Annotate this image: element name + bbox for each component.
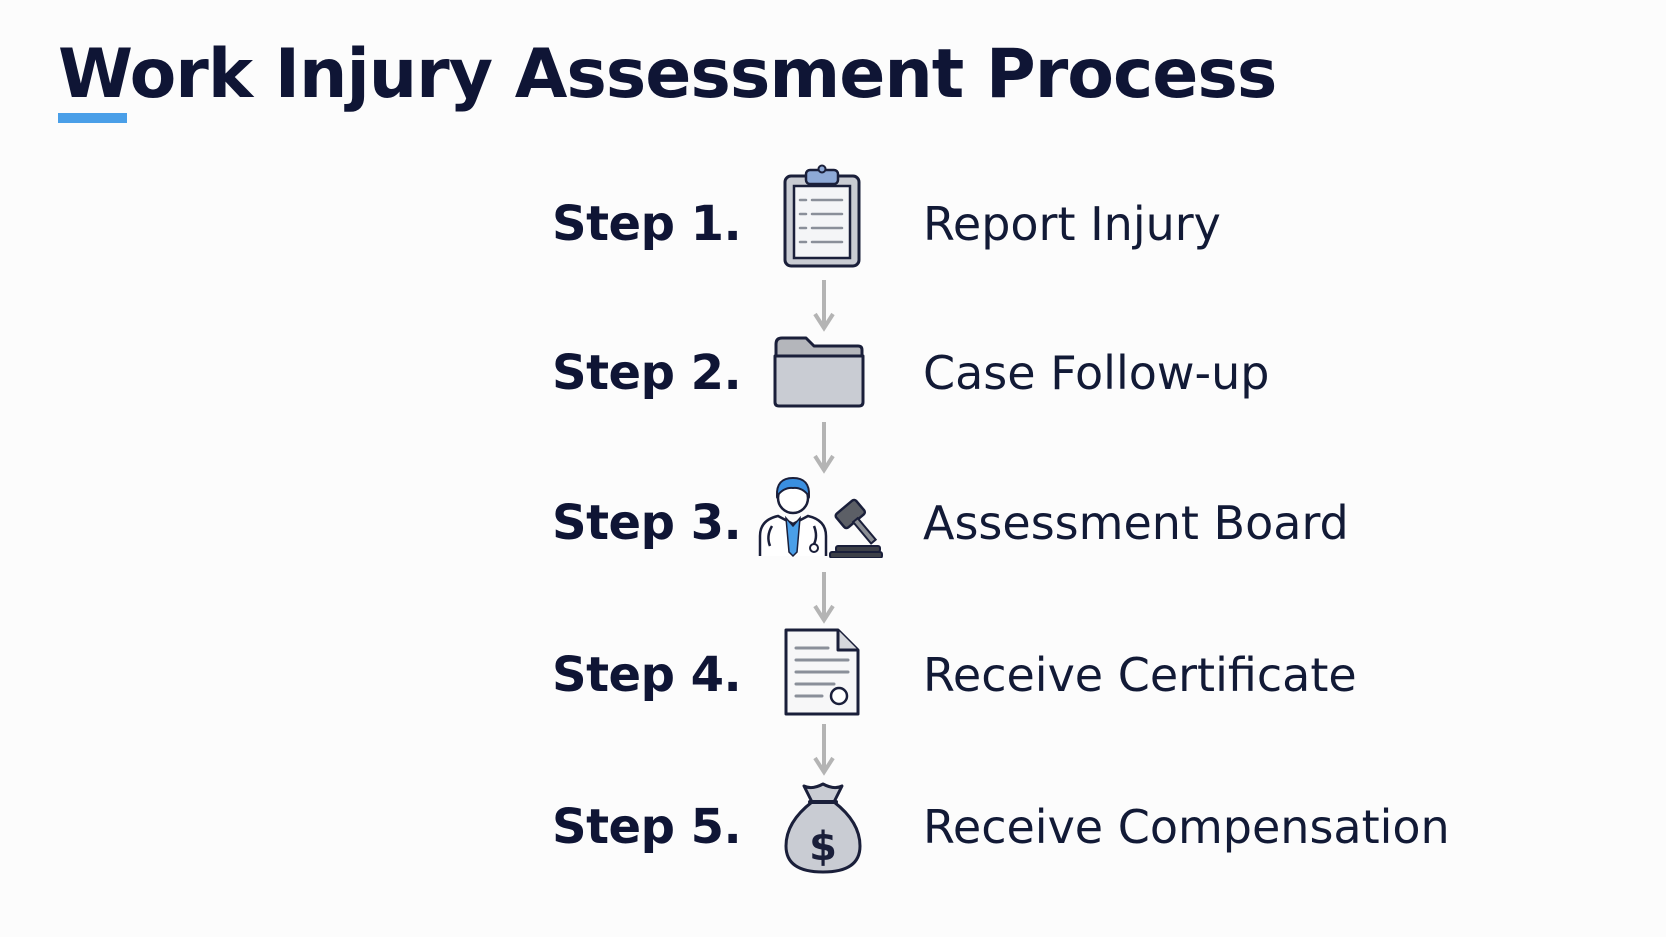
step-4-label: Step 4.	[552, 647, 742, 703]
step-2-label: Step 2.	[552, 345, 742, 401]
svg-text:$: $	[809, 824, 837, 870]
arrow-down-icon	[813, 422, 835, 474]
step-3-label: Step 3.	[552, 495, 742, 551]
step-5-label: Step 5.	[552, 799, 742, 855]
step-5-text: Receive Compensation	[923, 800, 1450, 854]
money-bag-icon: $	[784, 782, 862, 874]
step-4-text: Receive Certificate	[923, 648, 1357, 702]
certificate-icon	[784, 628, 860, 716]
step-3-text: Assessment Board	[923, 496, 1349, 550]
title-underline	[58, 113, 127, 123]
step-1-text: Report Injury	[923, 197, 1221, 251]
doctor-icon	[758, 476, 828, 558]
clipboard-icon	[783, 164, 861, 268]
gavel-icon	[829, 498, 883, 558]
step-1-label: Step 1.	[552, 196, 742, 252]
arrow-down-icon	[813, 572, 835, 624]
step-2-text: Case Follow-up	[923, 346, 1270, 400]
folder-icon	[773, 336, 865, 408]
arrow-down-icon	[813, 280, 835, 332]
page-title: Work Injury Assessment Process	[58, 35, 1277, 114]
arrow-down-icon	[813, 724, 835, 776]
